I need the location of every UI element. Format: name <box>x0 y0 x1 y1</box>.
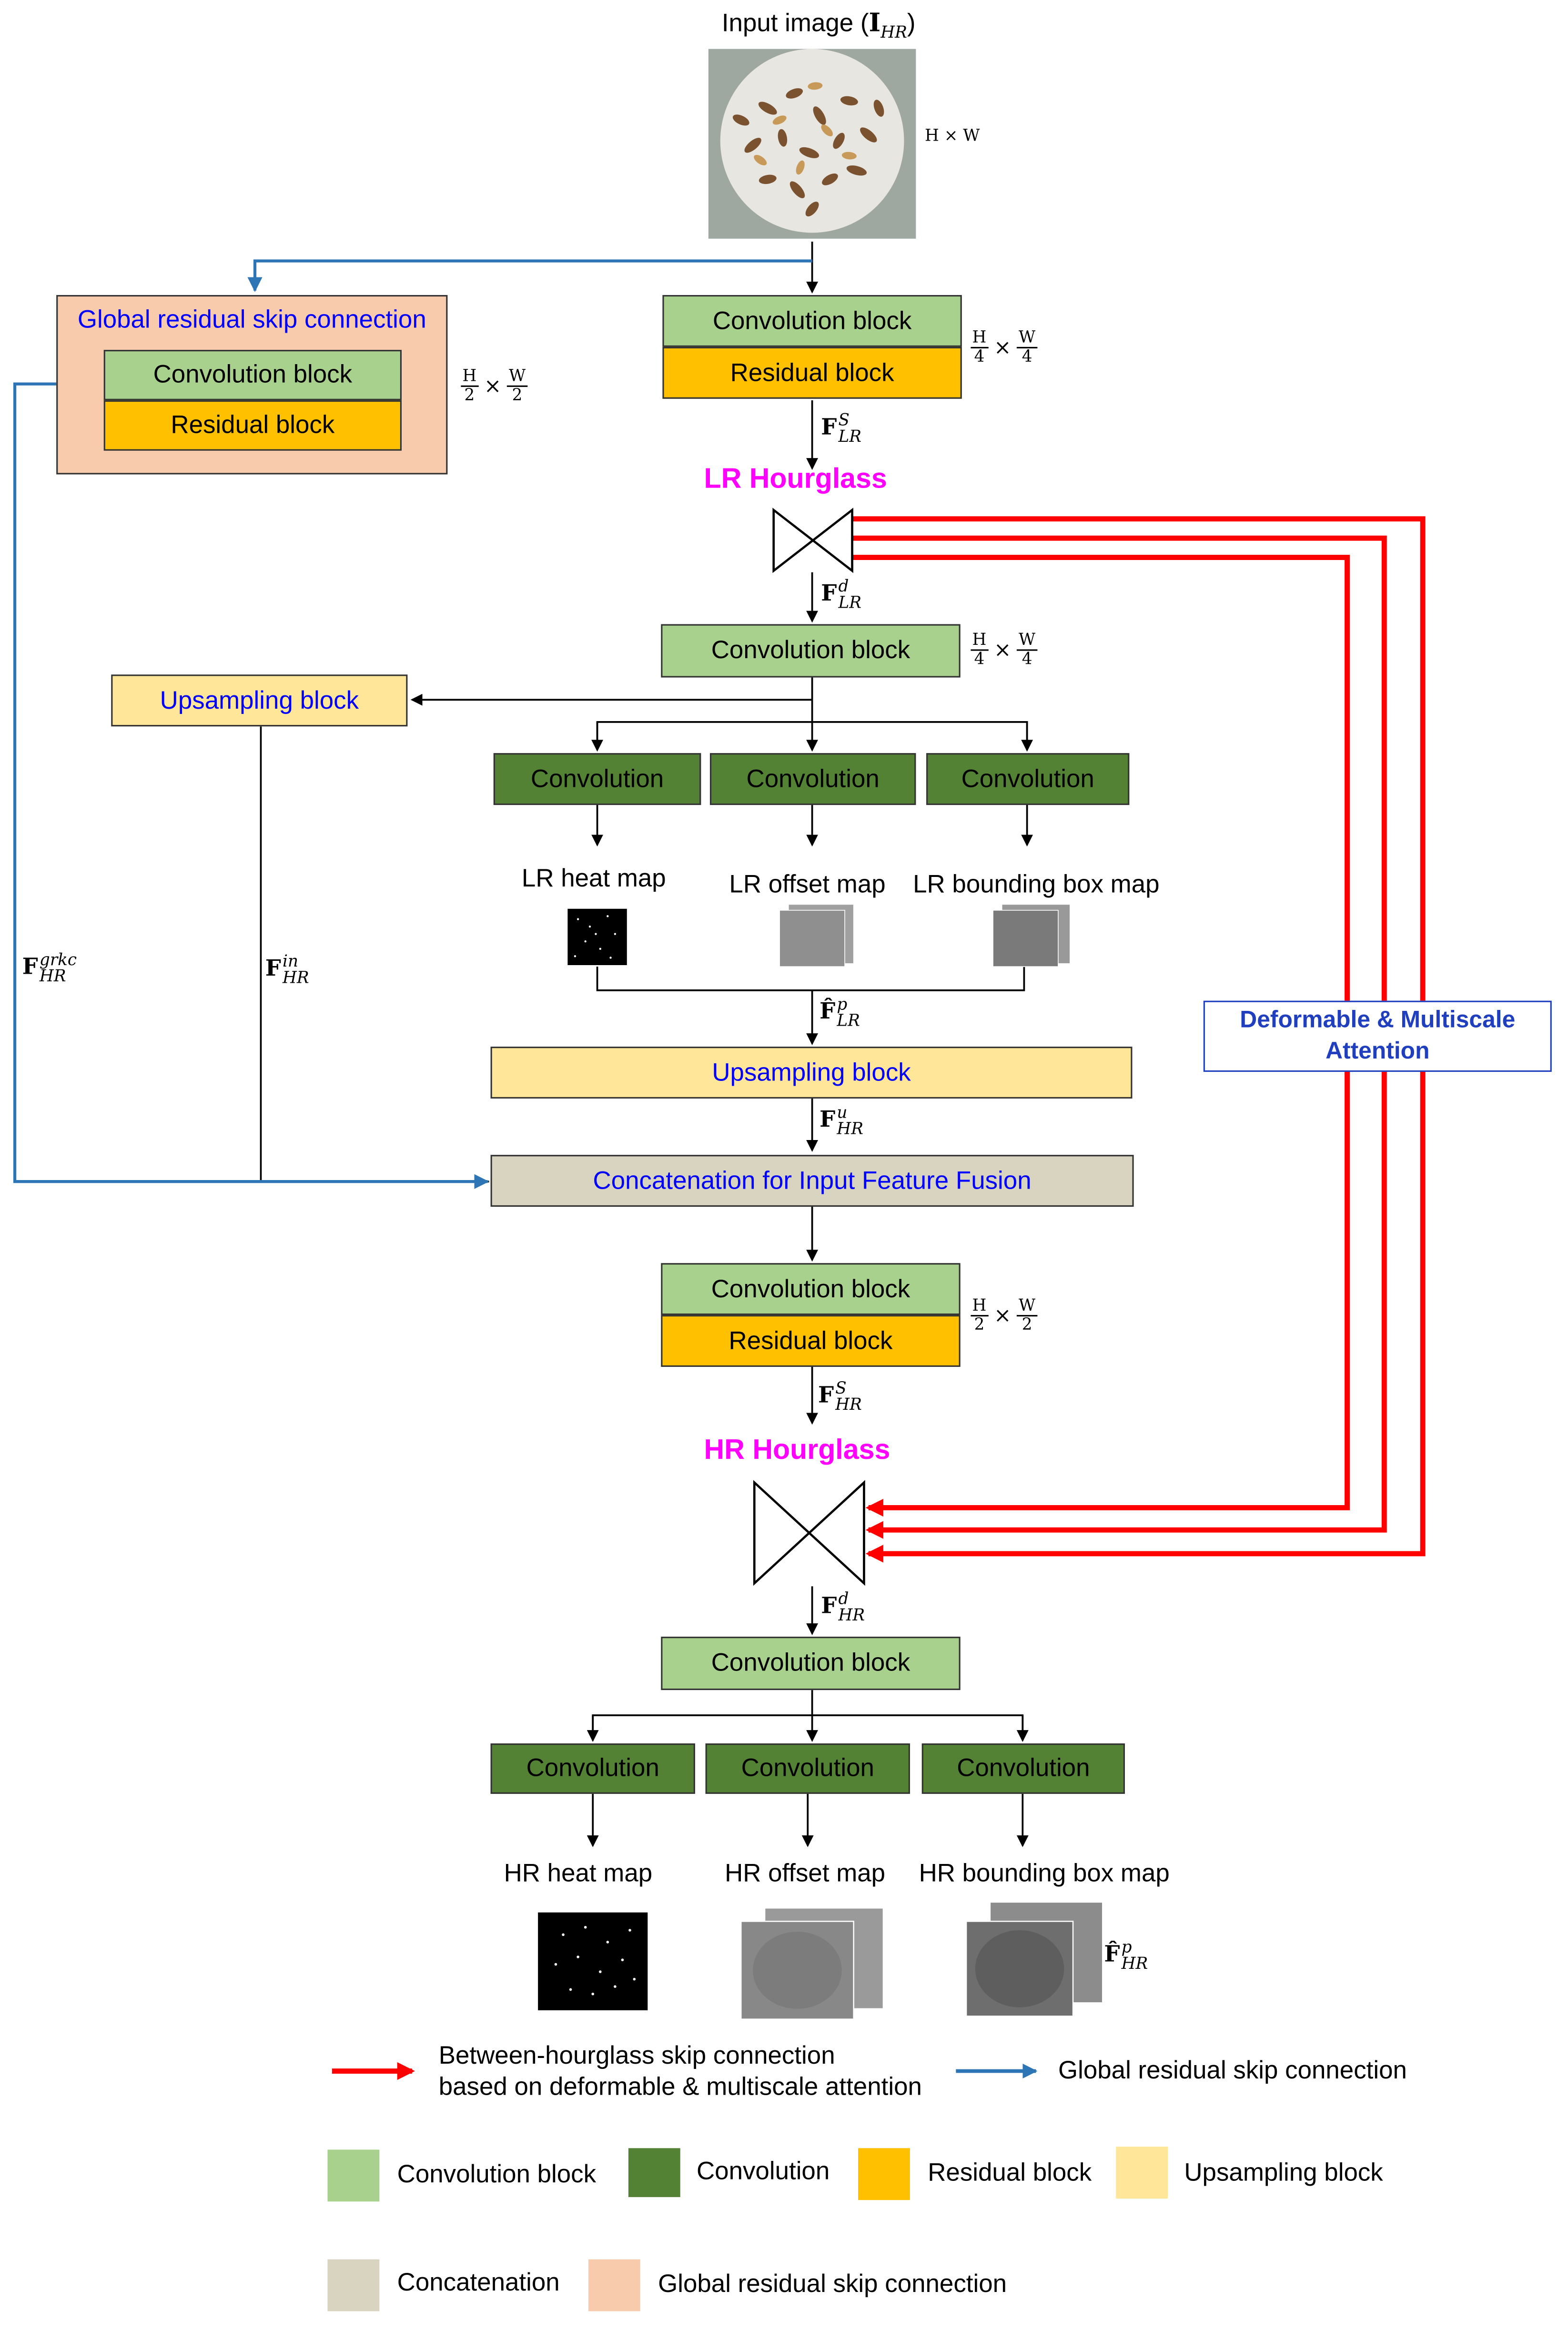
hr-heat-map-label: HR heat map <box>504 1859 653 1887</box>
deformable-multiscale-attention-label: Deformable & Multiscale Attention <box>1203 1000 1552 1072</box>
legend-swatch-residual-block <box>858 2148 910 2200</box>
hr-hourglass-title: HR Hourglass <box>704 1435 890 1466</box>
legend-label-convolution: Convolution <box>696 2157 830 2186</box>
lr-heat-map-label: LR heat map <box>521 864 666 893</box>
hr-heat-map-image <box>538 1912 648 2010</box>
hr-hourglass-icon <box>753 1480 865 1586</box>
grsc-residual-block: Residual block <box>103 400 402 451</box>
lr-heat-map-image <box>567 908 627 966</box>
global-skip-connector <box>13 259 812 1189</box>
legend-swatch-convolution <box>628 2148 680 2197</box>
legend-label-convolution-block: Convolution block <box>397 2160 597 2189</box>
hr-offset-map-image <box>740 1907 884 2020</box>
stem-residual-block: Residual block <box>662 346 962 399</box>
legend-label-residual-block: Residual block <box>928 2159 1092 2187</box>
hr-convolution-offset: Convolution <box>705 1743 910 1794</box>
legend-red-label-2: based on deformable & multiscale attenti… <box>438 2072 922 2101</box>
hr-residual-block: Residual block <box>661 1315 961 1367</box>
upsampling-block-main: Upsampling block <box>490 1047 1133 1099</box>
legend-swatch-global-residual-skip <box>588 2259 640 2312</box>
lr-hourglass-title: LR Hourglass <box>704 464 887 495</box>
hr-bbox-map-image <box>965 1901 1103 2017</box>
legend-label-upsampling-block: Upsampling block <box>1184 2159 1383 2187</box>
input-image-label: Input image (IHR) <box>721 9 916 42</box>
hr-convolution-bbox: Convolution <box>921 1743 1125 1794</box>
legend-label-concatenation: Concatenation <box>397 2268 560 2297</box>
concatenation-block: Concatenation for Input Feature Fusion <box>490 1155 1134 1207</box>
lr-hourglass-icon <box>772 508 853 573</box>
stem-convolution-block: Convolution block <box>662 295 962 347</box>
lr-convolution-block: Convolution block <box>661 624 961 678</box>
legend-label-global-residual-skip: Global residual skip connection <box>658 2270 1007 2298</box>
hr-convolution-block: Convolution block <box>661 1637 961 1690</box>
lr-bbox-map-label: LR bounding box map <box>913 870 1160 899</box>
hr-convolution-block-top: Convolution block <box>661 1263 961 1315</box>
upsampling-block-left: Upsampling block <box>111 674 408 727</box>
flow-arrows <box>260 242 1033 1847</box>
lr-offset-map-image <box>779 904 854 967</box>
legend-red-label-1: Between-hourglass skip connection <box>438 2041 835 2070</box>
hr-offset-map-label: HR offset map <box>725 1859 886 1887</box>
grsc-convolution-block: Convolution block <box>103 350 402 400</box>
lr-convolution-offset: Convolution <box>709 753 916 805</box>
legend-swatch-concatenation <box>327 2259 380 2312</box>
hr-bbox-map-label: HR bounding box map <box>919 1859 1170 1887</box>
input-image <box>708 49 916 239</box>
grsc-title: Global residual skip connection <box>77 305 426 334</box>
legend-blue-label: Global residual skip connection <box>1058 2056 1407 2085</box>
lr-convolution-heat: Convolution <box>493 753 701 805</box>
lr-bbox-map-image <box>992 904 1071 967</box>
hr-convolution-heat: Convolution <box>490 1743 695 1794</box>
lr-offset-map-label: LR offset map <box>729 870 886 899</box>
legend-swatch-convolution-block <box>327 2149 380 2202</box>
input-dims: H × W <box>925 126 980 145</box>
legend-swatch-upsampling-block <box>1116 2147 1168 2199</box>
lr-convolution-bbox: Convolution <box>926 753 1130 805</box>
